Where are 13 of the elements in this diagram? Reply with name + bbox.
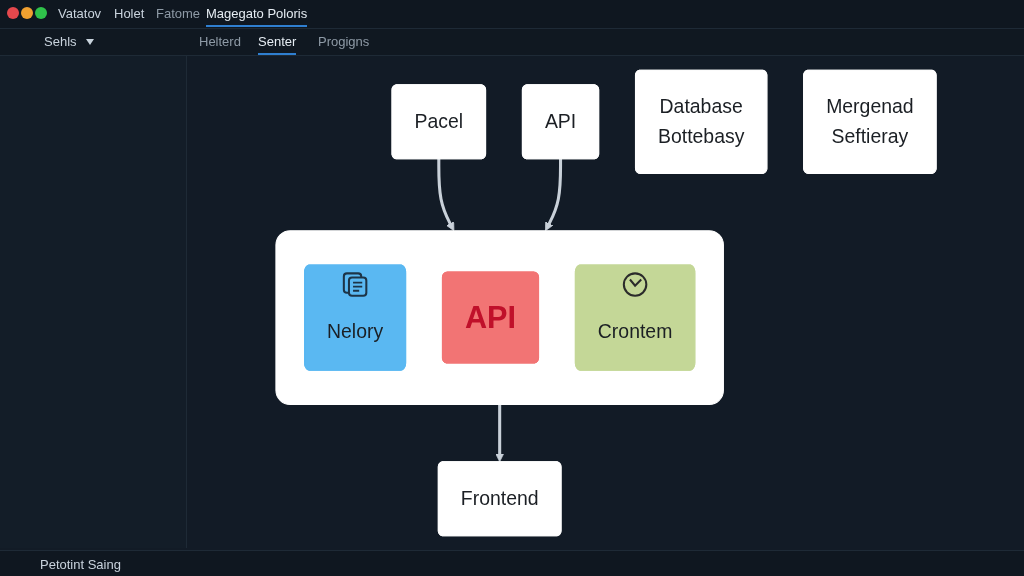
arrow xyxy=(545,158,563,232)
tab-label: Helterd xyxy=(199,34,241,50)
cluster xyxy=(275,230,724,405)
window-title: Magegato Poloris xyxy=(206,6,308,27)
menu-item: Holet xyxy=(114,6,145,22)
arrow xyxy=(495,404,505,463)
menu-item: Vatatov xyxy=(58,6,102,22)
arrow xyxy=(437,158,455,232)
status-text: Petotint Saing xyxy=(40,557,121,573)
sidebar-title: Sehls xyxy=(44,34,77,50)
tab-label: Senter xyxy=(258,34,297,55)
menu-item: Fatome xyxy=(156,6,201,22)
tab-label: Progigns xyxy=(318,34,370,50)
